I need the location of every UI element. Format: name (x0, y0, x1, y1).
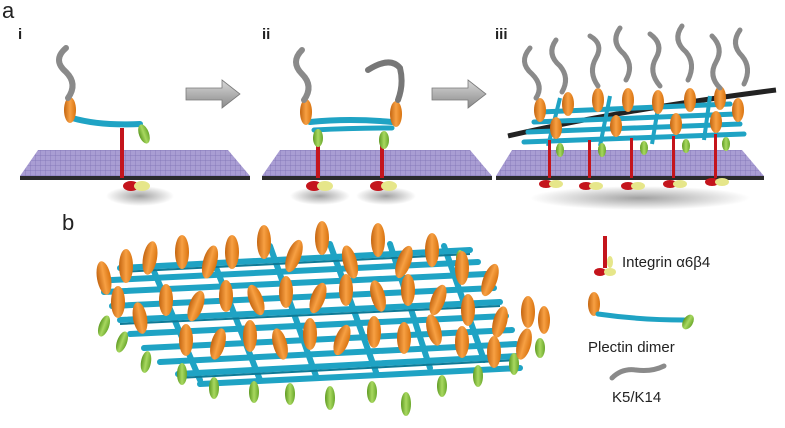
legend-integrin-label: Integrin α6β4 (622, 254, 711, 271)
shadow (530, 186, 750, 210)
integrin-feet (539, 178, 729, 190)
shadow (106, 186, 174, 206)
integrin-alpha-icon (370, 181, 386, 191)
arrow-step-ii-to-iii (431, 79, 487, 109)
membrane-edge (262, 176, 492, 180)
integrin-alpha-icon (306, 181, 322, 191)
integrin-beta-icon (317, 181, 333, 191)
plectin-tails (556, 137, 730, 157)
integrin-stalk (316, 132, 320, 178)
plectin-head (64, 97, 76, 123)
plectin-rod (311, 125, 395, 133)
keratin-filaments (522, 23, 750, 101)
step-i-illustration (20, 45, 250, 206)
keratin-filament (56, 45, 76, 101)
integrin-beta-icon (134, 181, 150, 191)
panel-b-label: b (62, 210, 75, 235)
keratin-filament (365, 59, 405, 103)
plectin-heads (534, 86, 744, 139)
arrow-step-i-to-ii (185, 79, 241, 109)
legend-plectin-icon (588, 292, 694, 330)
plectin-head (300, 99, 312, 125)
plectin-tail (313, 129, 323, 147)
membrane-edge (20, 176, 250, 180)
panel-b-plectin-tails (97, 250, 545, 416)
plectin-tail (379, 131, 389, 149)
plectin-head (390, 101, 402, 127)
plectin-tail (138, 124, 150, 144)
panel-b-plectin-heads (96, 221, 550, 368)
panel-a-label: a (2, 0, 15, 23)
basement-membrane (262, 150, 492, 176)
basement-membrane (20, 150, 250, 176)
legend-integrin-icon (594, 236, 616, 276)
integrin-stalk (380, 136, 384, 178)
plectin-rod (307, 117, 395, 125)
shadow (356, 187, 416, 205)
integrin-beta-icon (381, 181, 397, 191)
legend-plectin-label: Plectin dimer (588, 339, 675, 356)
panel-b-illustration (96, 221, 550, 416)
step-iii-label: iii (495, 26, 508, 43)
integrin-stalks (548, 134, 717, 178)
keratin-filament (293, 47, 312, 103)
legend-keratin-icon (609, 363, 667, 381)
legend-keratin-label: K5/K14 (612, 389, 662, 406)
step-ii-label: ii (262, 26, 271, 43)
plectin-rod (69, 115, 143, 128)
integrin-stalk (120, 128, 124, 178)
shadow (290, 187, 350, 205)
integrin-alpha-icon (123, 181, 139, 191)
step-iii-illustration (496, 23, 777, 210)
step-i-label: i (18, 26, 23, 43)
step-ii-illustration (262, 47, 492, 205)
